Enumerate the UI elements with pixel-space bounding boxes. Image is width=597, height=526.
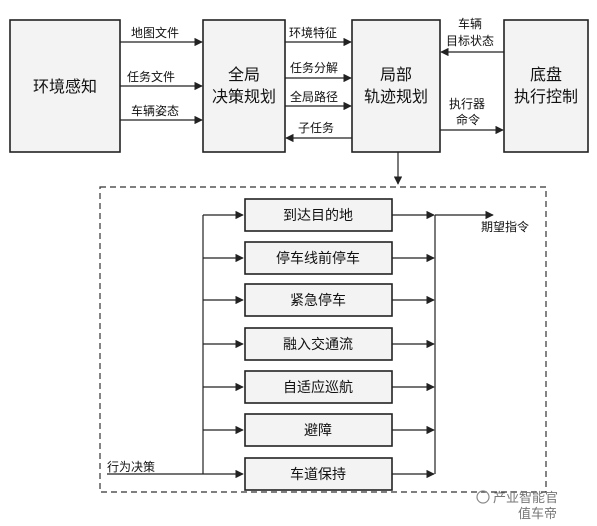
behavior-item-label: 停车线前停车 <box>276 250 360 267</box>
behavior-item-0: 到达目的地 <box>203 198 435 232</box>
flow-perception-to-global: 地图文件 任务文件 车辆姿态 <box>120 25 203 125</box>
watermark-line2: 值车帝 <box>518 506 557 522</box>
flow-local-chassis: 车辆 目标状态 执行器 命令 <box>440 16 504 135</box>
module-perception-label: 环境感知 <box>33 77 97 96</box>
label-vehicle-pose: 车辆姿态 <box>131 103 179 118</box>
watermark-line1: 产业智能官 <box>493 490 558 506</box>
label-map-file: 地图文件 <box>131 25 179 40</box>
label-task-file: 任务文件 <box>127 69 175 84</box>
behavior-item-label: 紧急停车 <box>290 292 346 309</box>
module-global-planning-line2: 决策规划 <box>212 87 276 106</box>
behavior-item-3: 融入交通流 <box>203 327 435 361</box>
flow-global-to-local: 环境特征 任务分解 全局路径 子任务 <box>285 25 352 143</box>
behavior-item-5: 避障 <box>203 413 435 447</box>
behavior-output-label: 期望指令 <box>481 219 529 234</box>
behavior-item-4: 自适应巡航 <box>203 370 435 404</box>
label-task-decomposition: 任务分解 <box>290 60 338 75</box>
behavior-item-label: 融入交通流 <box>283 336 353 353</box>
behavior-item-label: 自适应巡航 <box>283 379 353 396</box>
label-actuator-line2: 命令 <box>456 112 480 127</box>
module-local-planning-line1: 局部 <box>380 65 412 84</box>
behavior-item-2: 紧急停车 <box>203 283 435 317</box>
module-local-planning-line2: 轨迹规划 <box>364 87 428 106</box>
label-global-path: 全局路径 <box>290 89 338 104</box>
module-local-planning: 局部 轨迹规划 <box>351 19 441 153</box>
module-global-planning: 全局 决策规划 <box>202 19 286 153</box>
behavior-item-label: 避障 <box>304 423 332 439</box>
module-chassis-line1: 底盘 <box>530 65 562 84</box>
label-env-features: 环境特征 <box>289 25 337 40</box>
behavior-group-frame <box>99 186 547 493</box>
behavior-item-6: 车道保持 <box>203 457 435 491</box>
watermark-icon <box>476 490 490 504</box>
label-actuator-line1: 执行器 <box>449 97 485 111</box>
module-chassis-control: 底盘 执行控制 <box>503 19 589 153</box>
module-chassis-line2: 执行控制 <box>514 87 578 106</box>
module-global-planning-line1: 全局 <box>228 65 260 84</box>
label-vehicle-line2: 目标状态 <box>446 34 494 48</box>
behavior-item-label: 到达目的地 <box>283 208 353 224</box>
behavior-item-1: 停车线前停车 <box>203 241 435 275</box>
label-vehicle-line1: 车辆 <box>458 16 482 31</box>
label-subtask: 子任务 <box>298 120 334 135</box>
module-perception: 环境感知 <box>9 19 121 153</box>
behavior-input-label: 行为决策 <box>107 460 155 474</box>
behavior-item-label: 车道保持 <box>290 466 346 483</box>
watermark: 产业智能官 值车帝 <box>476 490 558 522</box>
